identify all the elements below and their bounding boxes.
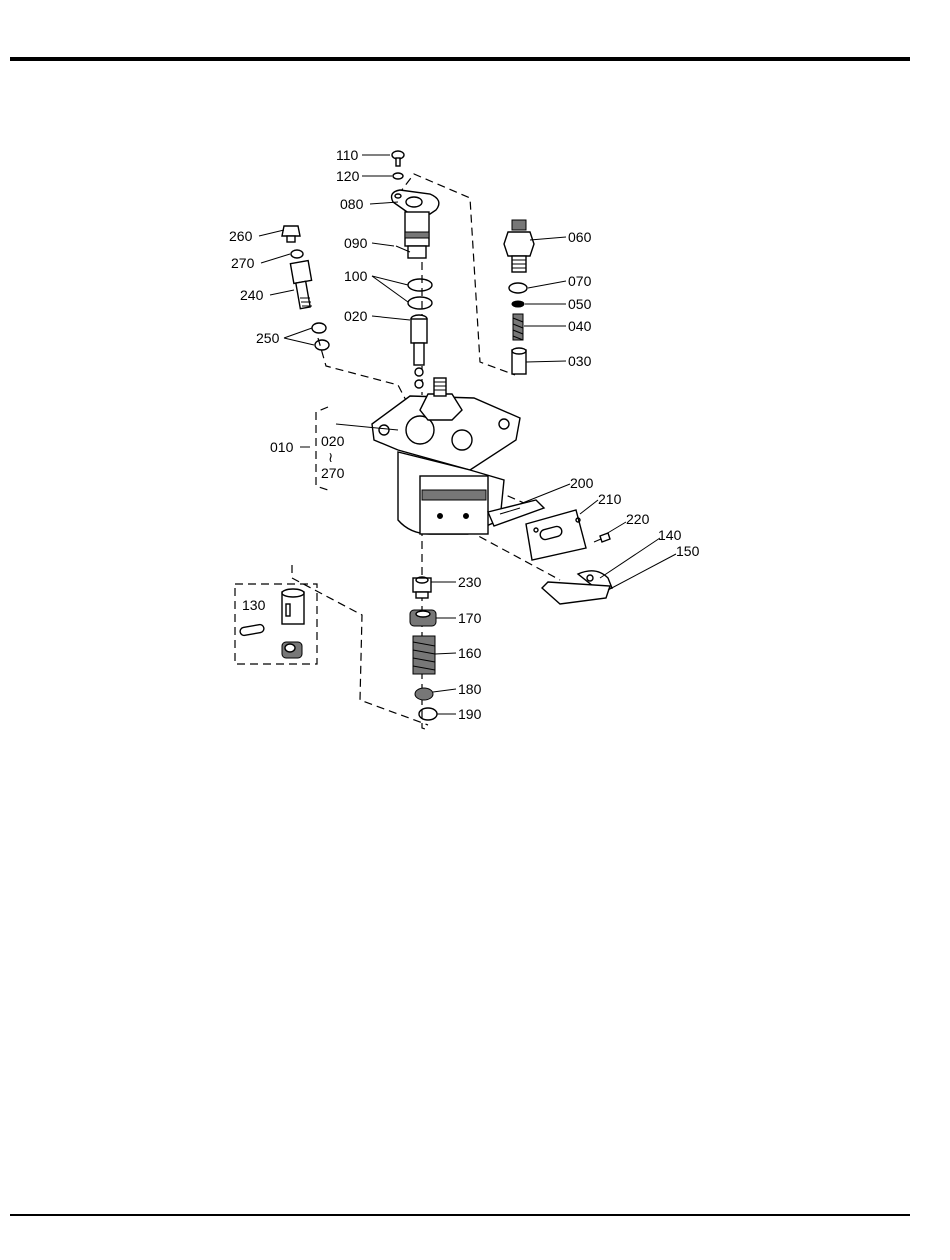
group-box-130 bbox=[235, 584, 317, 664]
label-260: 260 bbox=[229, 228, 253, 244]
label-090: 090 bbox=[344, 235, 368, 251]
part-250-washer-lower bbox=[315, 340, 329, 350]
label-180: 180 bbox=[458, 681, 482, 697]
label-050: 050 bbox=[568, 296, 592, 312]
part-220-screw bbox=[594, 533, 610, 542]
label-190: 190 bbox=[458, 706, 482, 722]
part-030-delivery-valve bbox=[512, 348, 526, 374]
label-250: 250 bbox=[256, 330, 280, 346]
label-060: 060 bbox=[568, 229, 592, 245]
label-140: 140 bbox=[658, 527, 682, 543]
label-160: 160 bbox=[458, 645, 482, 661]
label-range-separator: ≀ bbox=[328, 449, 333, 465]
label-220: 220 bbox=[626, 511, 650, 527]
part-150-lever-plate bbox=[542, 582, 610, 604]
label-100: 100 bbox=[344, 268, 368, 284]
label-130: 130 bbox=[242, 597, 266, 613]
part-210-plate bbox=[526, 510, 586, 560]
label-210: 210 bbox=[598, 491, 622, 507]
part-020-plunger bbox=[411, 315, 427, 388]
label-200: 200 bbox=[570, 475, 594, 491]
label-230: 230 bbox=[458, 574, 482, 590]
label-150: 150 bbox=[676, 543, 700, 559]
part-260-bolt bbox=[282, 226, 300, 242]
part-070-gasket bbox=[509, 283, 527, 293]
part-050-seal bbox=[512, 301, 524, 307]
part-160-plunger-spring bbox=[413, 636, 435, 674]
label-040: 040 bbox=[568, 318, 592, 334]
part-100-oring-lower bbox=[408, 297, 432, 309]
part-120-washer bbox=[393, 173, 403, 179]
part-270-washer bbox=[291, 250, 303, 258]
label-170: 170 bbox=[458, 610, 482, 626]
label-240: 240 bbox=[240, 287, 264, 303]
part-080-delivery-holder bbox=[392, 190, 439, 258]
part-100-oring-upper bbox=[408, 279, 432, 291]
part-180-spring-seat bbox=[415, 688, 433, 700]
label-020: 020 bbox=[344, 308, 368, 324]
part-040-spring bbox=[513, 314, 523, 340]
part-060-delivery-valve-holder bbox=[504, 220, 534, 272]
part-230-tappet-guide bbox=[413, 577, 431, 598]
part-170-spring-seat bbox=[410, 610, 436, 626]
part-110-screw bbox=[392, 151, 404, 166]
label-070: 070 bbox=[568, 273, 592, 289]
label-110: 110 bbox=[336, 147, 359, 163]
part-250-washer-upper bbox=[312, 323, 326, 333]
label-080: 080 bbox=[340, 196, 364, 212]
part-240-air-bleed-screw bbox=[290, 261, 312, 309]
label-120: 120 bbox=[336, 168, 360, 184]
label-010: 010 bbox=[270, 439, 294, 455]
label-range-from: 020 bbox=[321, 433, 345, 449]
label-030: 030 bbox=[568, 353, 592, 369]
label-range-to: 270 bbox=[321, 465, 345, 481]
label-270: 270 bbox=[231, 255, 255, 271]
